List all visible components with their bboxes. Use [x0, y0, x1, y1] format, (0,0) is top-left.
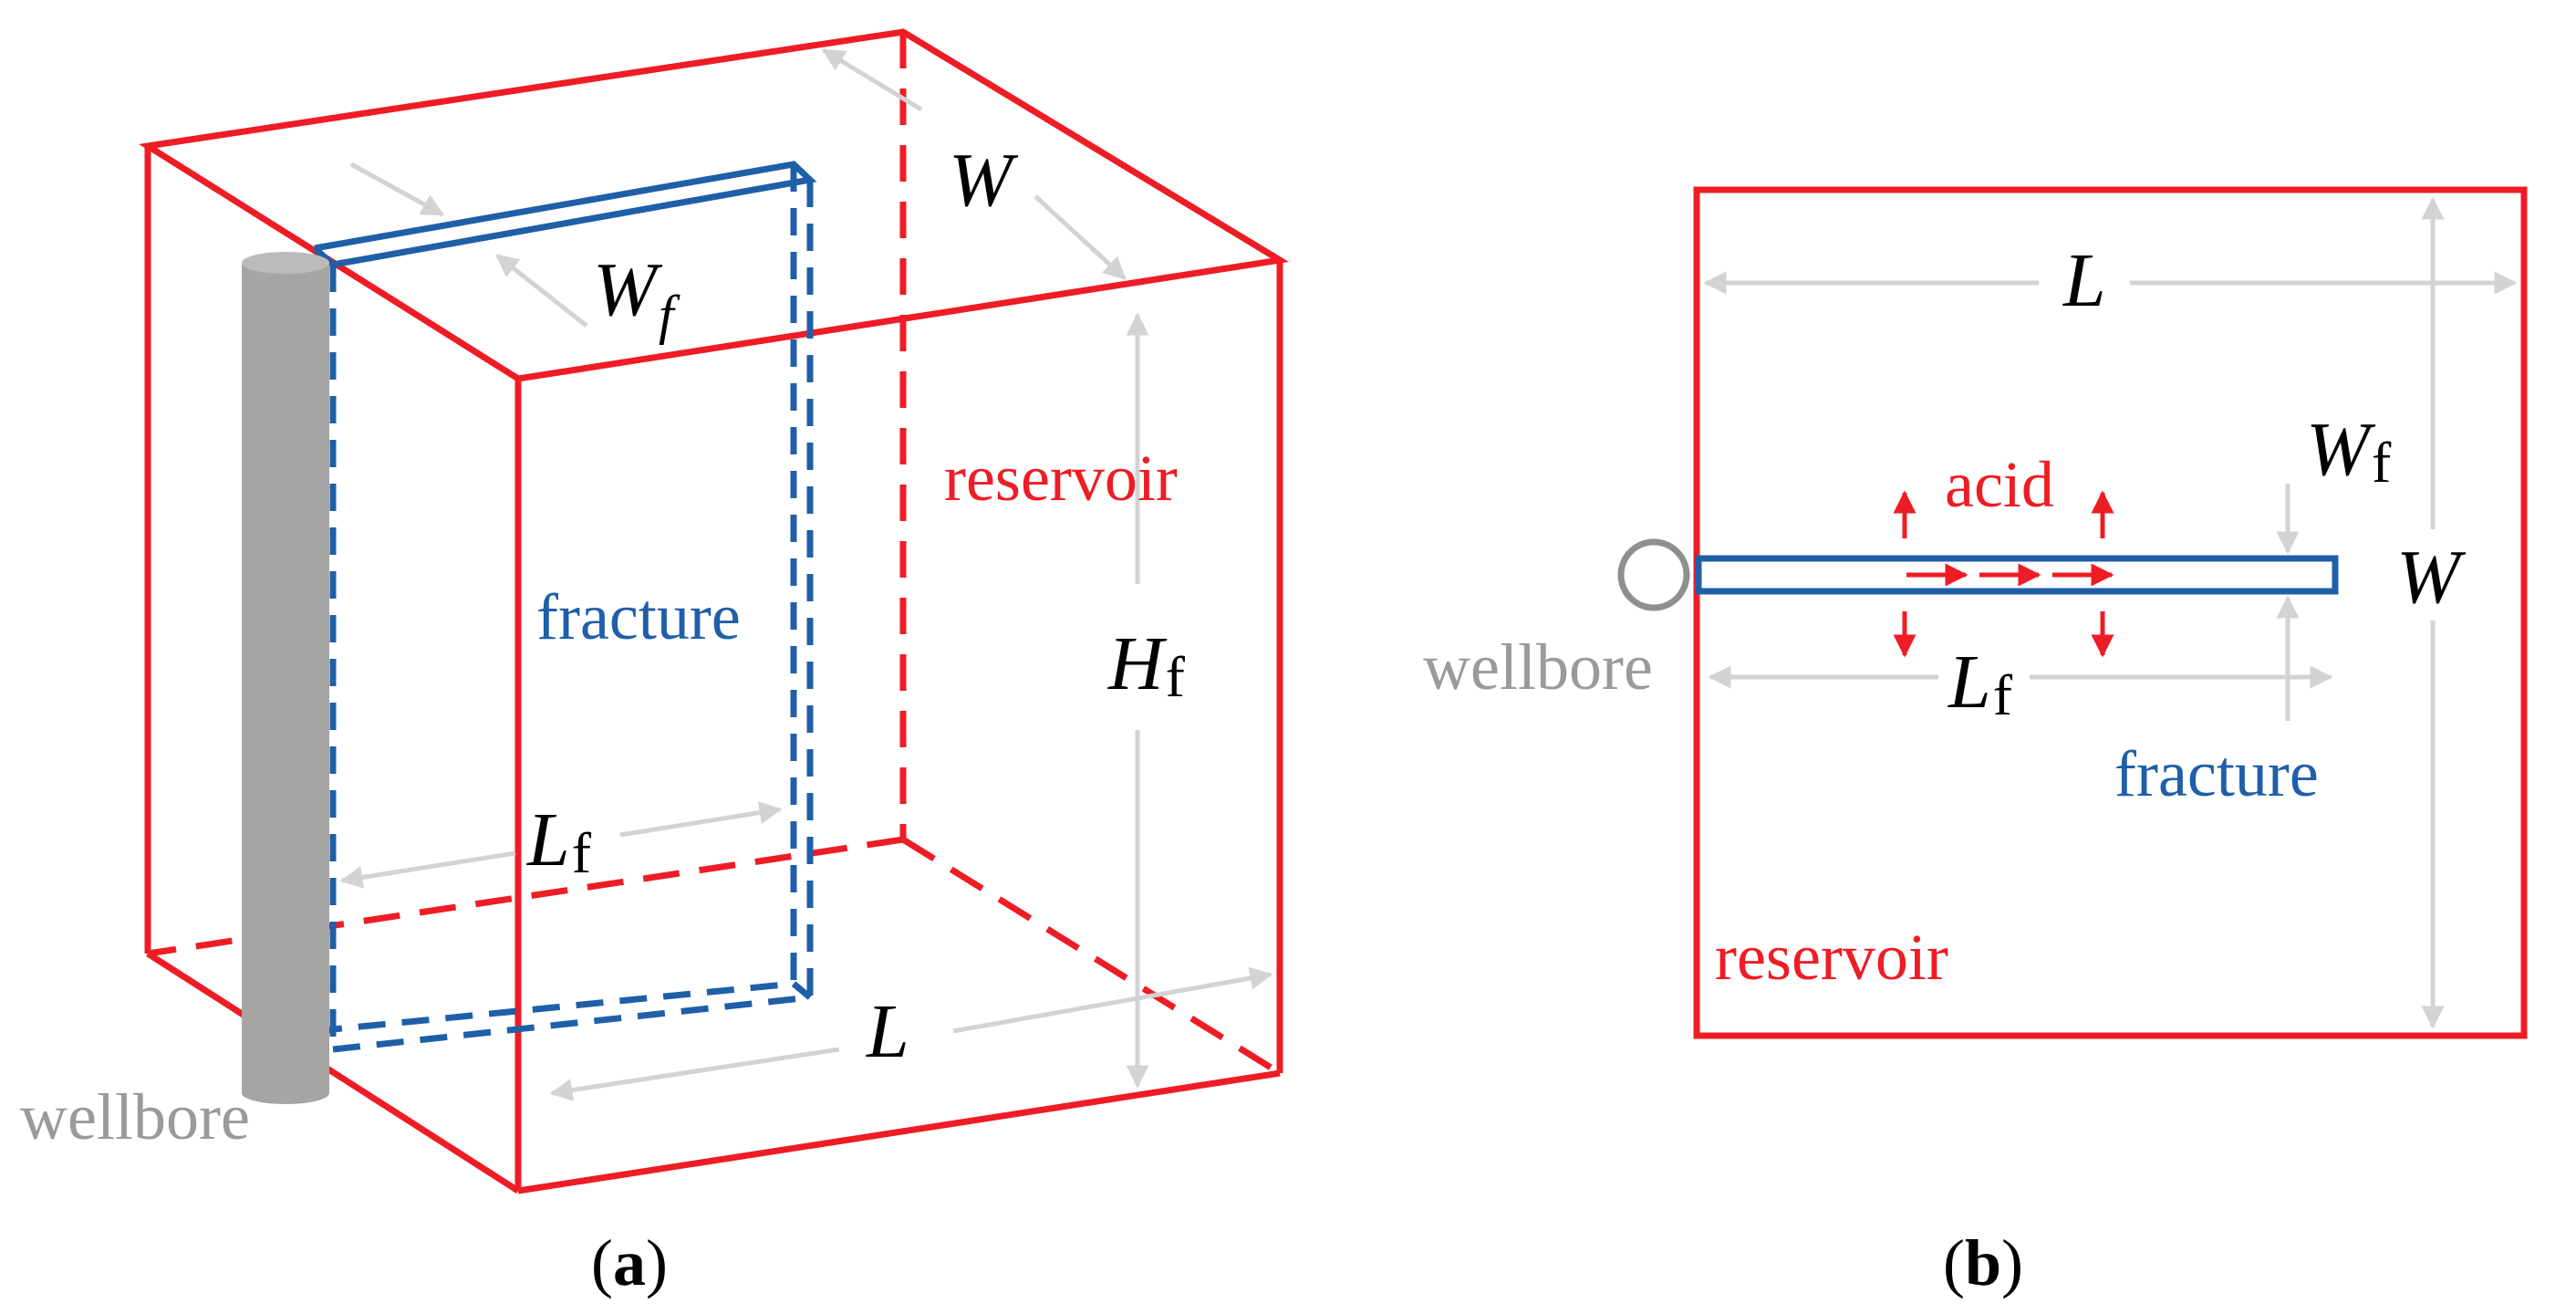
caption-b: (b) [1943, 1226, 2023, 1299]
wellbore-top [242, 252, 329, 274]
dim-wf-arrow-out [495, 254, 588, 328]
reservoir-visible-edges [139, 28, 1290, 1194]
label-fracture-a: fracture [536, 580, 741, 653]
dim-lf-arrow-right [619, 801, 783, 838]
label-acid-b: acid [1945, 448, 2054, 521]
fracture-top-edges [312, 161, 817, 268]
wellbore-body [242, 263, 329, 1093]
dimension-arrows-b [1703, 196, 2518, 1029]
sym-l-b: L [2062, 238, 2106, 323]
sym-hf-a: Hf [1107, 621, 1186, 709]
wellbore-cylinder [242, 252, 329, 1104]
sym-lf-b: Lf [1948, 640, 2013, 727]
dim-l-arrow-right [952, 966, 1273, 1034]
dim-lf-arrow-left [339, 850, 516, 889]
label-reservoir-b: reservoir [1715, 921, 1948, 994]
panel-b: L acid Wf W wellbore Lf fracture reservo… [1423, 186, 2528, 1299]
label-fracture-b: fracture [2114, 737, 2319, 810]
caption-a: (a) [591, 1226, 668, 1299]
panel-a: W Wf reservoir fracture Hf Lf L wellbore… [20, 28, 1290, 1299]
sym-wf-a: Wf [593, 247, 680, 345]
sym-wf-b: Wf [2306, 407, 2392, 495]
label-wellbore-a: wellbore [20, 1080, 250, 1153]
dim-wf-arrow-in [349, 162, 445, 217]
fracture-hidden-edges [314, 164, 814, 1053]
fracture-plane [312, 161, 817, 1053]
dim-w-arrow [821, 47, 923, 112]
dimension-arrows-a [339, 47, 1273, 1101]
acid-arrows [1893, 490, 2114, 658]
wellbore-circle-b [1617, 538, 1690, 611]
label-wellbore-b: wellbore [1423, 631, 1653, 704]
dim-l-arrow-left [549, 1047, 840, 1101]
wellbore-bottom [242, 1082, 329, 1104]
sym-lf-a: Lf [526, 798, 592, 885]
label-reservoir-a: reservoir [944, 442, 1178, 515]
sym-w-a: W [949, 138, 1019, 223]
sym-l-a: L [866, 989, 909, 1074]
sym-w-b: W [2396, 535, 2467, 620]
dim-w-arrow-2 [1034, 194, 1127, 280]
reservoir-rect-b [1693, 186, 2528, 1039]
